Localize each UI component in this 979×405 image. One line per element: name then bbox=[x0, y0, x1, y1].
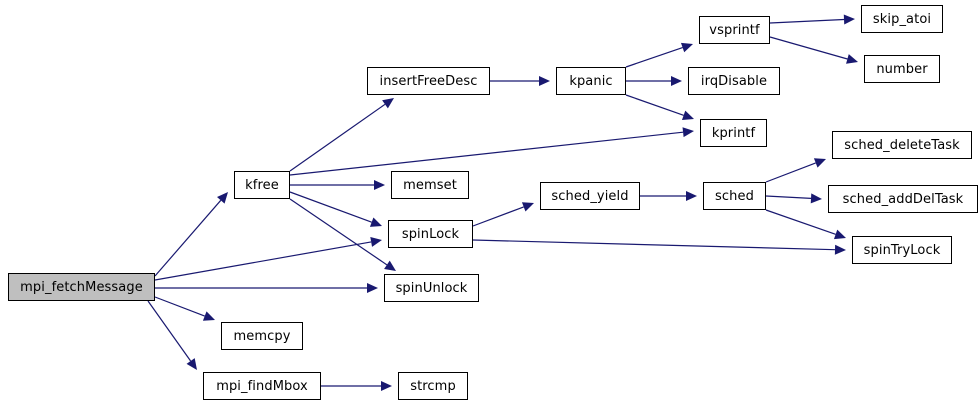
edge-mpi_fetchMessage-to-mpi_findMbox bbox=[147, 300, 197, 370]
arrowhead-icon bbox=[686, 191, 697, 201]
arrowhead-icon bbox=[833, 229, 846, 240]
node-label: insertFreeDesc bbox=[379, 73, 478, 89]
edge-kfree-to-spinLock bbox=[289, 191, 382, 227]
edge-kfree-to-kprintf bbox=[289, 127, 694, 176]
arrowhead-icon bbox=[369, 217, 382, 227]
edge-sched_yield-to-sched bbox=[640, 191, 697, 201]
arrowhead-icon bbox=[810, 193, 822, 204]
edge-mpi_findMbox-to-strcmp bbox=[321, 381, 392, 391]
edge-kpanic-to-vsprintf bbox=[625, 42, 693, 68]
node-label: spinTryLock bbox=[863, 242, 941, 258]
arrowhead-icon bbox=[367, 283, 378, 293]
edge-kfree-to-memset bbox=[290, 180, 385, 190]
arrowhead-icon bbox=[382, 98, 394, 109]
node-label: sched_yield bbox=[551, 188, 629, 204]
node-label: kprintf bbox=[711, 125, 756, 141]
arrowhead-icon bbox=[186, 358, 197, 370]
edge-kpanic-to-kprintf bbox=[625, 94, 694, 121]
node-memcpy[interactable]: memcpy bbox=[221, 322, 303, 350]
node-kprintf[interactable]: kprintf bbox=[700, 119, 767, 147]
edge-spinLock-to-spinTryLock bbox=[472, 239, 846, 255]
arrowhead-icon bbox=[384, 260, 396, 271]
edge-vsprintf-to-skip_atoi bbox=[769, 14, 855, 25]
edge-kfree-to-insertFreeDesc bbox=[289, 98, 394, 172]
node-skip_atoi[interactable]: skip_atoi bbox=[861, 5, 943, 33]
node-mpi_findMbox[interactable]: mpi_findMbox bbox=[203, 372, 321, 400]
node-strcmp[interactable]: strcmp bbox=[398, 372, 468, 400]
node-sched[interactable]: sched bbox=[703, 182, 766, 210]
arrowhead-icon bbox=[370, 236, 382, 247]
arrowhead-icon bbox=[374, 180, 385, 190]
node-kpanic[interactable]: kpanic bbox=[556, 67, 626, 95]
node-label: sched bbox=[715, 188, 754, 204]
arrowhead-icon bbox=[381, 381, 392, 391]
node-insertFreeDesc[interactable]: insertFreeDesc bbox=[367, 67, 490, 95]
edge-insertFreeDesc-to-kpanic bbox=[490, 76, 550, 86]
node-number[interactable]: number bbox=[864, 55, 940, 83]
edge-vsprintf-to-number bbox=[769, 36, 858, 64]
edge-kpanic-to-irqDisable bbox=[626, 76, 682, 86]
node-label: mpi_findMbox bbox=[216, 378, 308, 394]
edge-mpi_fetchMessage-to-memcpy bbox=[154, 296, 215, 321]
node-label: kfree bbox=[245, 177, 279, 193]
node-label: sched_deleteTask bbox=[844, 137, 960, 153]
node-sched_yield[interactable]: sched_yield bbox=[540, 182, 640, 210]
node-label: number bbox=[876, 61, 928, 77]
node-label: irqDisable bbox=[700, 73, 768, 89]
node-spinUnlock[interactable]: spinUnlock bbox=[384, 274, 479, 302]
edge-sched-to-sched_deleteTask bbox=[765, 158, 826, 183]
node-label: memcpy bbox=[233, 328, 291, 344]
edge-sched-to-spinTryLock bbox=[765, 209, 846, 240]
node-memset[interactable]: memset bbox=[391, 171, 469, 199]
arrowhead-icon bbox=[813, 158, 826, 168]
node-label: kpanic bbox=[569, 73, 613, 89]
arrowhead-icon bbox=[680, 42, 693, 53]
edge-kfree-to-spinUnlock bbox=[289, 198, 396, 271]
arrowhead-icon bbox=[682, 127, 694, 138]
arrowhead-icon bbox=[217, 192, 228, 204]
node-mpi_fetchMessage[interactable]: mpi_fetchMessage bbox=[8, 273, 155, 301]
arrowhead-icon bbox=[671, 76, 682, 86]
node-label: sched_addDelTask bbox=[842, 191, 964, 207]
node-label: memset bbox=[403, 177, 457, 193]
edge-mpi_fetchMessage-to-spinLock bbox=[154, 236, 382, 281]
node-label: mpi_fetchMessage bbox=[20, 279, 143, 295]
node-label: spinUnlock bbox=[395, 280, 468, 296]
node-sched_deleteTask[interactable]: sched_deleteTask bbox=[832, 131, 972, 159]
edge-mpi_fetchMessage-to-spinUnlock bbox=[155, 283, 378, 293]
node-sched_addDelTask[interactable]: sched_addDelTask bbox=[828, 185, 978, 213]
edge-sched-to-sched_addDelTask bbox=[765, 193, 822, 204]
node-label: vsprintf bbox=[709, 22, 760, 38]
node-label: strcmp bbox=[410, 378, 456, 394]
arrowhead-icon bbox=[843, 14, 855, 25]
node-vsprintf[interactable]: vsprintf bbox=[699, 16, 770, 44]
arrowhead-icon bbox=[202, 311, 215, 321]
node-spinLock[interactable]: spinLock bbox=[388, 220, 473, 248]
edge-mpi_fetchMessage-to-kfree bbox=[154, 192, 228, 277]
arrowhead-icon bbox=[539, 76, 550, 86]
node-label: spinLock bbox=[401, 226, 460, 242]
arrowhead-icon bbox=[521, 202, 534, 212]
edge-spinLock-to-sched_yield bbox=[472, 202, 534, 227]
node-label: skip_atoi bbox=[872, 11, 932, 27]
arrowhead-icon bbox=[846, 54, 858, 64]
arrowhead-icon bbox=[834, 244, 846, 255]
node-kfree[interactable]: kfree bbox=[234, 171, 290, 199]
node-spinTryLock[interactable]: spinTryLock bbox=[852, 236, 952, 264]
arrowhead-icon bbox=[681, 110, 694, 121]
node-irqDisable[interactable]: irqDisable bbox=[688, 67, 780, 95]
